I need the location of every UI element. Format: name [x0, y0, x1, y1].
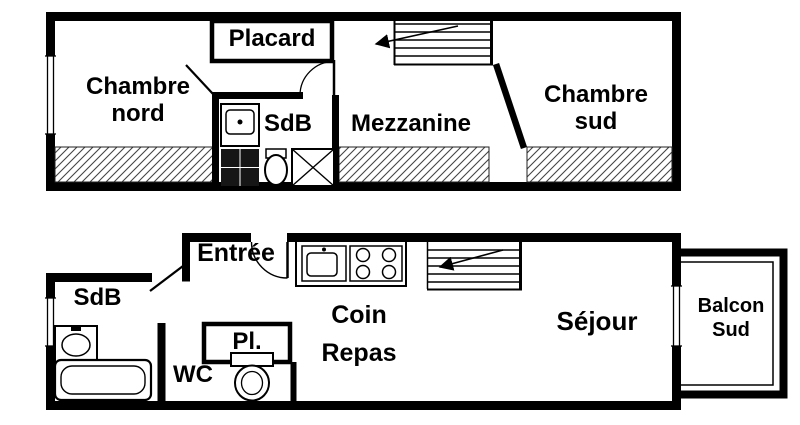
toilet-icon	[264, 154, 288, 186]
room-label-pl: Pl.	[232, 328, 262, 355]
upper-stairs-icon	[374, 16, 493, 66]
upper-floor-plan	[45, 12, 681, 191]
room-label-chambre-nord: Chambre nord	[85, 73, 191, 127]
room-label-chambre-sud: Chambre sud	[543, 81, 649, 135]
room-label-mezzanine: Mezzanine	[350, 110, 472, 137]
bedroom-door-leaf-icon	[185, 64, 214, 95]
stairs-arrow-icon	[438, 249, 504, 271]
room-label-sdb-lower: SdB	[73, 284, 122, 311]
room-label-sejour: Séjour	[556, 306, 638, 336]
balcony-door-icon	[671, 285, 682, 347]
sink-icon	[301, 245, 347, 282]
kitchen-counter	[295, 240, 407, 287]
sdb-door-leaf-icon	[149, 262, 188, 292]
sdb-door-arc-icon	[299, 60, 335, 96]
room-label-coin-repas: Coin Repas	[321, 301, 397, 367]
entrance-door-icon	[250, 241, 289, 279]
room-label-placard: Placard	[228, 25, 316, 52]
stove-icon	[349, 245, 403, 282]
lower-stairs-icon	[426, 242, 522, 291]
upper-sdb-fixtures	[220, 103, 335, 187]
upper-door-arcs	[185, 60, 336, 96]
upper-hatch-areas	[54, 146, 673, 183]
placard-box	[209, 18, 335, 64]
room-label-balcon-sud: Balcon Sud	[697, 295, 765, 341]
lower-floor-plan	[45, 233, 788, 410]
room-label-entree: Entrée	[197, 239, 275, 267]
wc-toilet-icon	[230, 352, 274, 402]
stairs-arrow-icon	[374, 25, 459, 49]
upper-interior-walls	[212, 62, 528, 186]
room-label-sdb-upper: SdB	[264, 110, 312, 137]
room-label-wc: WC	[173, 361, 213, 388]
upper-window-icon	[45, 55, 56, 135]
bathtub-icon	[53, 358, 153, 402]
lower-window-icon	[45, 297, 56, 347]
balcony-outline	[681, 248, 788, 399]
entrance-door-arc-icon	[250, 241, 288, 279]
lower-sdb-fixtures	[53, 325, 153, 402]
